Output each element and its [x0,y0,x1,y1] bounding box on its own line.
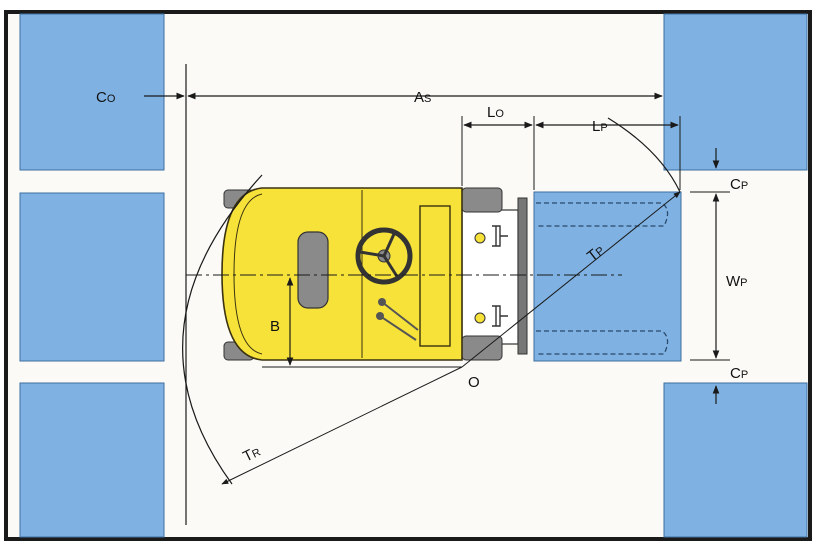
fork-outline-bottom [536,330,669,355]
steering-wheel [355,227,413,285]
left-storage-block-top [19,13,165,171]
counterweight-line [233,193,263,355]
pallet-load [533,191,682,362]
label-b: B [270,318,280,335]
steering-spoke [382,233,396,257]
seat [297,231,329,309]
label-o: O [468,374,480,391]
forklift-truck [221,187,528,361]
label-cp-bottom: CP [730,365,748,382]
fork-outline-top [536,202,669,227]
mast-chain-bottom [492,305,508,327]
wheel-front-top [461,187,503,213]
right-storage-block-bottom [663,382,808,538]
label-as: AS [414,89,431,106]
label-cp-top: CP [730,176,748,193]
turning-radius-arc [182,174,263,485]
label-co: CO [96,89,116,106]
radius-tp-line [461,191,681,368]
lever [379,315,417,341]
mast-roller [474,232,486,244]
radius-tr-line [221,366,463,485]
label-lp: LP [592,118,608,135]
mast [461,209,519,345]
steering-spoke [382,255,400,279]
mast-chain-top [492,225,508,247]
front-panel [419,205,451,347]
mast-roller [474,312,486,324]
right-storage-block-top [663,13,808,171]
fork-carriage [517,197,528,355]
label-lo: LO [487,104,504,121]
label-wp: WP [726,273,748,290]
left-storage-block-middle [19,192,165,362]
lever [381,301,419,331]
steering-spoke [359,250,385,258]
left-storage-block-bottom [19,382,165,538]
